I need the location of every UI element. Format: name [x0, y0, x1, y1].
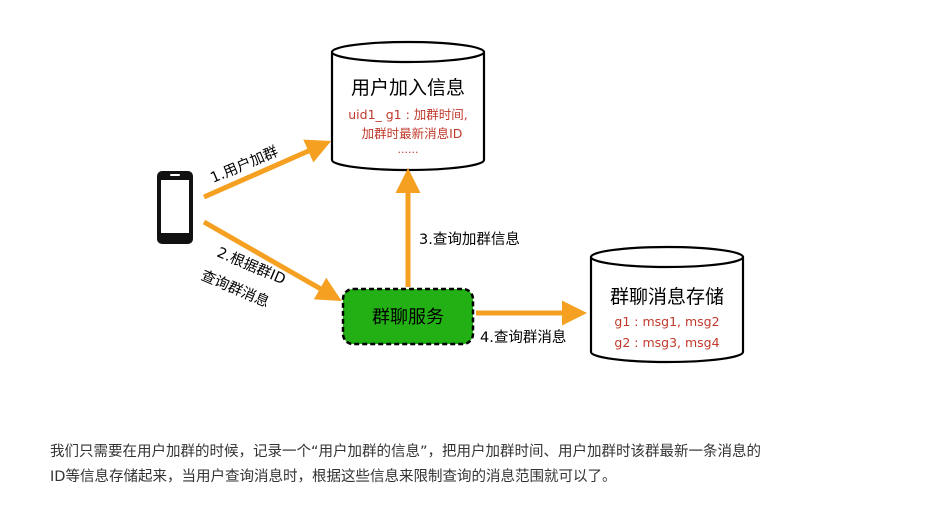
caption-line-2: ID等信息存储起来，当用户查询消息时，根据这些信息来限制查询的消息范围就可以了。: [50, 469, 617, 485]
label-query-join-info: 3.查询加群信息: [419, 231, 520, 248]
group-chat-service: 群聊服务: [341, 287, 475, 346]
caption-line-1: 我们只需要在用户加群的时候，记录一个“用户加群的信息”，把用户加群时间、用户加群…: [50, 444, 762, 460]
arrow-user-join: [202, 139, 332, 200]
group-message-storage-database: 群聊消息存储 g1 : msg1, msg2 g2 : msg3, msg4: [589, 245, 745, 364]
service-label: 群聊服务: [372, 307, 444, 328]
msg-db-line2: g2 : msg3, msg4: [614, 335, 719, 350]
join-db-line1: uid1_ g1 : 加群时间,: [348, 107, 468, 122]
caption-paragraph: 我们只需要在用户加群的时候，记录一个“用户加群的信息”，把用户加群时间、用户加群…: [50, 440, 870, 490]
msg-db-line1: g1 : msg1, msg2: [614, 314, 719, 329]
user-join-info-database: 用户加入信息 uid1_ g1 : 加群时间, 加群时最新消息ID ......: [330, 40, 486, 172]
join-db-line2: 加群时最新消息ID: [362, 126, 463, 141]
join-db-title: 用户加入信息: [351, 77, 465, 99]
join-db-line3: ......: [398, 143, 419, 156]
architecture-diagram: 用户加入信息 uid1_ g1 : 加群时间, 加群时最新消息ID ......…: [157, 40, 745, 364]
msg-db-title: 群聊消息存储: [610, 286, 724, 308]
mobile-phone-icon: [157, 171, 193, 244]
label-query-group-messages-4: 4.查询群消息: [480, 329, 566, 346]
arrow-query-messages-by-group: [202, 219, 342, 301]
